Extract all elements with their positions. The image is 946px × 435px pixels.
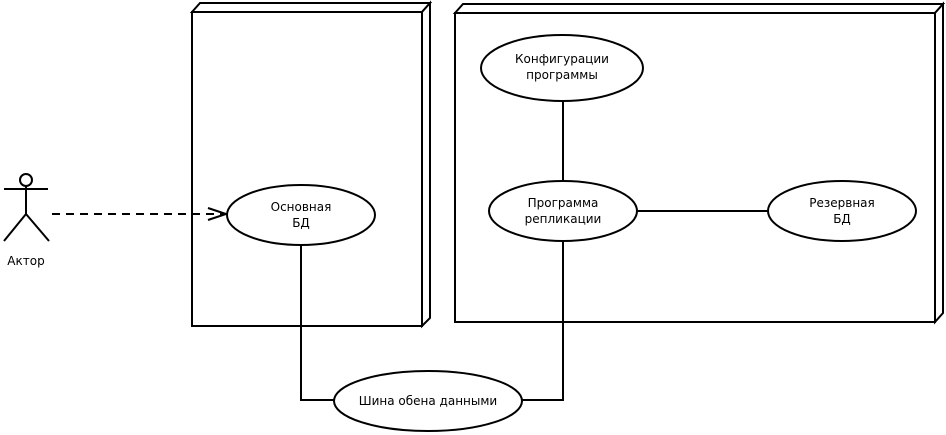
config-node: Конфигурации программы: [480, 34, 644, 102]
replication-to-bus-line: [522, 241, 564, 401]
replication-label-line1: Программа: [528, 196, 599, 210]
actor-figure: [3, 173, 50, 242]
main-db-node: Основная БД: [226, 184, 376, 246]
backup-db-node: Резервная БД: [767, 180, 917, 242]
config-label-line1: Конфигурации: [515, 52, 609, 66]
backup-db-label-line2: БД: [833, 212, 851, 226]
actor-to-maindb-arrow: [52, 207, 230, 221]
actor-label: Актор: [7, 254, 44, 268]
left-node-box: [189, 0, 433, 329]
main-db-label-line1: Основная: [271, 200, 332, 214]
replication-node: Программа репликации: [488, 180, 638, 242]
connectors: [300, 101, 768, 401]
data-bus-node: Шина обена данными: [333, 370, 523, 432]
backup-db-label-line1: Резервная: [809, 196, 875, 210]
replication-label-line2: репликации: [525, 212, 602, 226]
main-db-label-line2: БД: [292, 216, 310, 230]
config-label-line2: программы: [526, 68, 598, 82]
data-bus-label: Шина обена данными: [359, 394, 497, 408]
maindb-to-bus-line: [300, 245, 334, 401]
